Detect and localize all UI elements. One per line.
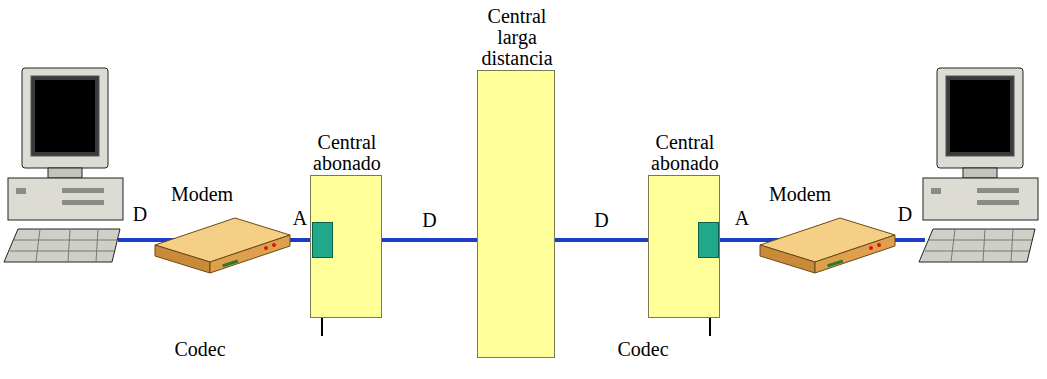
text-label: A xyxy=(293,207,307,230)
exchange-box: Central abonado xyxy=(310,175,382,318)
exchange-box: Central larga distancia xyxy=(477,70,555,358)
text-label: D xyxy=(898,203,912,226)
text-label: D xyxy=(133,203,147,226)
text-label: A xyxy=(735,207,749,230)
computer-icon xyxy=(4,68,123,262)
computer-icon xyxy=(919,68,1038,262)
text-label: Codec xyxy=(617,338,668,361)
modem-icon xyxy=(760,218,895,273)
link-line xyxy=(555,240,648,241)
text-label: Modem xyxy=(171,183,233,206)
box-heading: Central abonado xyxy=(635,132,735,174)
link-line xyxy=(382,240,477,241)
text-label: Modem xyxy=(769,183,831,206)
text-label: Codec xyxy=(174,338,225,361)
box-heading: Central larga distancia xyxy=(467,6,567,69)
codec-square xyxy=(698,222,719,258)
signal-label: D xyxy=(422,209,436,232)
codec-square xyxy=(312,222,333,258)
box-heading: Central abonado xyxy=(297,132,397,174)
modem-icon xyxy=(155,218,290,273)
signal-label: D xyxy=(594,209,608,232)
exchange-box: Central abonado xyxy=(648,175,720,318)
